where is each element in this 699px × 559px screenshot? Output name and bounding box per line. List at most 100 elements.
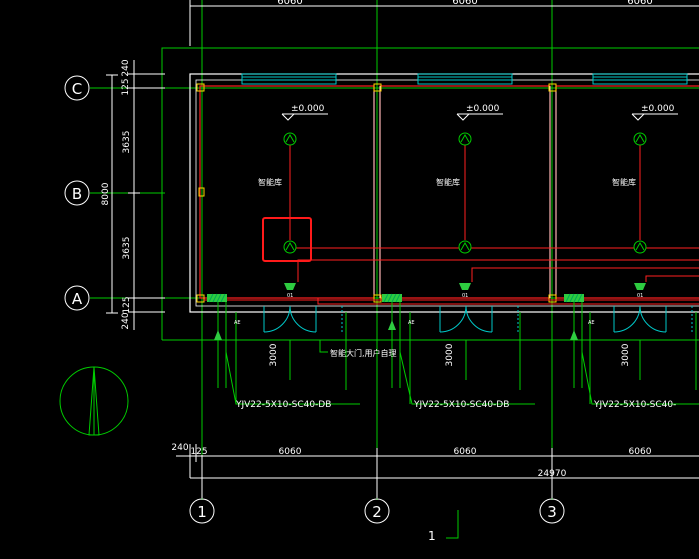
bottom-dimension	[176, 444, 699, 479]
column-c2[interactable]	[373, 83, 382, 92]
axis-label-a: A	[72, 290, 83, 308]
elevation-mark-2	[456, 113, 503, 121]
door-height-3: 3000	[621, 343, 631, 366]
window-2[interactable]	[417, 73, 513, 85]
bottom-dim-total: 24970	[538, 469, 567, 479]
top-dim-3: 6060	[627, 0, 652, 7]
small-tag-2: AE	[408, 320, 415, 326]
conduit-arrow-icon[interactable]	[214, 330, 222, 340]
door-2[interactable]	[439, 305, 519, 333]
small-tags: AE AE AE	[234, 320, 595, 326]
door-height-2: 3000	[445, 343, 455, 366]
axis-bubble-2[interactable]	[364, 498, 390, 524]
svg-text:01: 01	[287, 293, 293, 299]
room-1[interactable]: ±0.000 智能库 01	[258, 104, 328, 299]
top-dimension	[189, 0, 699, 46]
column-c3[interactable]	[548, 83, 557, 92]
north-arrow-icon[interactable]	[59, 366, 129, 436]
outer-wall[interactable]	[189, 73, 699, 313]
conduit-arrow-icon[interactable]	[570, 330, 578, 340]
elevation-mark-3	[631, 113, 678, 121]
bottom-dim-1: 6060	[279, 447, 302, 457]
door-height-dims: 3000 3000 3000	[269, 343, 631, 366]
axis-bubble-1[interactable]	[189, 498, 215, 524]
room-3[interactable]: ±0.000 智能库 01	[612, 104, 678, 299]
conduit-arrow-icon[interactable]	[388, 320, 396, 330]
left-dimension-text: 240 125 3635 3635 8000 125 240	[101, 59, 132, 329]
socket-icon[interactable]	[283, 240, 297, 254]
column-a3[interactable]	[548, 294, 557, 303]
distribution-panel-icon[interactable]	[564, 293, 584, 303]
ceiling-light-icon[interactable]	[458, 132, 472, 146]
selection-highlight[interactable]	[262, 217, 312, 262]
ceiling-light-icon[interactable]	[633, 132, 647, 146]
conduit-arrows	[214, 320, 578, 340]
door-1[interactable]	[263, 305, 343, 333]
room-name-1: 智能库	[258, 177, 282, 187]
column-c1[interactable]	[196, 83, 205, 92]
bottom-dim-wall: 240	[171, 443, 188, 453]
inner-wall-room-3[interactable]	[555, 85, 699, 299]
left-dim-top-offset: 125	[121, 78, 131, 95]
columns	[196, 83, 557, 303]
axis-bubbles	[64, 75, 565, 524]
top-dimension-text: 6060 6060 6060	[277, 0, 652, 7]
window-1[interactable]	[241, 73, 337, 85]
wiring	[204, 145, 699, 305]
svg-text:01: 01	[462, 293, 468, 299]
cable-label-1: YJV22-5X10-SC40-DB	[235, 400, 331, 410]
elevation-mark-1	[281, 113, 328, 121]
axis-grid	[90, 0, 699, 500]
socket-icon[interactable]	[458, 240, 472, 254]
walls	[189, 73, 699, 313]
windows	[241, 73, 688, 85]
bottom-dim-3: 6060	[629, 447, 652, 457]
axis-label-2: 2	[372, 503, 382, 521]
room-name-3: 智能库	[612, 177, 636, 187]
left-dim-total: 8000	[101, 182, 111, 205]
axis-bubble-a[interactable]	[64, 285, 90, 311]
left-dim-bottom-offset: 125	[122, 296, 132, 313]
socket-icon[interactable]	[633, 240, 647, 254]
axis-bubble-c[interactable]	[64, 75, 90, 101]
left-dim-bottom-wall: 240	[121, 312, 131, 329]
cable-labels: YJV22-5X10-SC40-DB YJV22-5X10-SC40-DB YJ…	[235, 400, 676, 410]
axis-bubble-3[interactable]	[539, 498, 565, 524]
floor-fixture-icon[interactable]: 01	[284, 283, 296, 299]
left-dim-span-2: 3635	[122, 237, 132, 260]
ceiling-light-icon[interactable]	[283, 132, 297, 146]
left-dim-top-wall: 240	[121, 59, 131, 76]
top-dim-1: 6060	[277, 0, 302, 7]
axis-bubble-labels: C B A 1 2 3	[72, 80, 557, 521]
outer-wall-inner-line	[195, 79, 699, 307]
floor-fixture-icon[interactable]: 01	[634, 283, 646, 299]
inner-wall-room-1[interactable]	[199, 85, 375, 299]
top-dim-2: 6060	[452, 0, 477, 7]
bottom-dim-2: 6060	[454, 447, 477, 457]
column-a1[interactable]	[196, 294, 205, 303]
svg-text:01: 01	[637, 293, 643, 299]
room-2[interactable]: ±0.000 智能库 01	[436, 104, 503, 299]
room-name-2: 智能库	[436, 177, 460, 187]
cable-label-3: YJV22-5X10-SC40-	[593, 400, 676, 410]
distribution-panels	[207, 293, 584, 303]
distribution-panel-icon[interactable]	[207, 293, 227, 303]
door-note: 智能大门,用户自理	[330, 348, 397, 358]
small-tag-1: AE	[234, 320, 241, 326]
elevation-text-1: ±0.000	[291, 104, 325, 114]
axis-bubble-b[interactable]	[64, 180, 90, 206]
door-3[interactable]	[613, 305, 693, 333]
doors	[263, 305, 693, 333]
distribution-panel-icon[interactable]	[382, 293, 402, 303]
column-a2[interactable]	[373, 294, 382, 303]
floor-fixture-icon[interactable]: 01	[459, 283, 471, 299]
axis-label-c: C	[72, 80, 82, 98]
bottom-dimension-text: 240 125 6060 6060 6060 24970	[171, 443, 651, 479]
left-dimension	[106, 60, 165, 330]
small-tag-3: AE	[588, 320, 595, 326]
cable-leaders	[217, 302, 699, 405]
left-dim-span-1: 3635	[122, 131, 132, 154]
window-3[interactable]	[592, 73, 688, 85]
column-b1[interactable]	[198, 187, 205, 197]
